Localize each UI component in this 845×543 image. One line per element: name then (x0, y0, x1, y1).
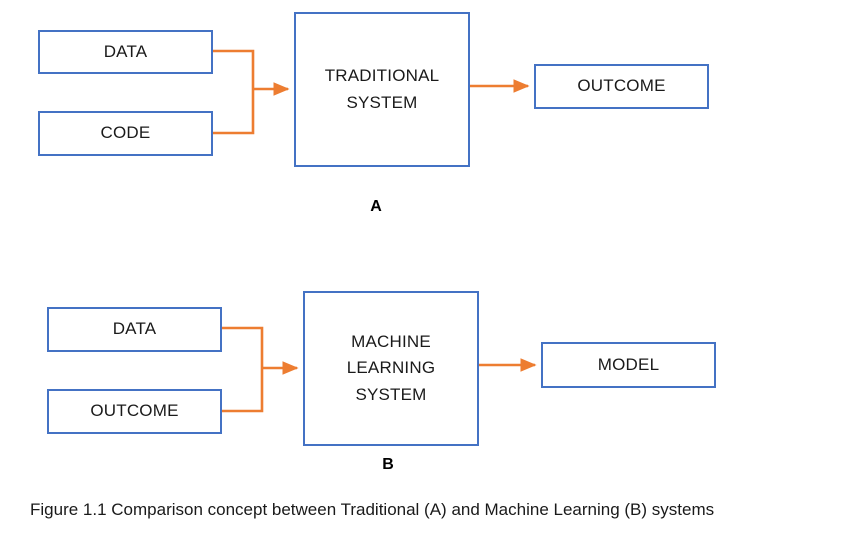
node-data-b[interactable]: DATA (47, 307, 222, 352)
node-traditional-system[interactable]: TRADITIONAL SYSTEM (294, 12, 470, 167)
connector-data-outcome-to-machine-learning-system (222, 326, 299, 413)
node-code-a[interactable]: CODE (38, 111, 213, 156)
panel-label-a: A (370, 198, 382, 215)
figure-caption: Figure 1.1 Comparison concept between Tr… (30, 500, 715, 519)
node-outcome-a[interactable]: OUTCOME (534, 64, 709, 109)
panel-label-b: B (382, 456, 394, 473)
node-machine-learning-system[interactable]: MACHINE LEARNING SYSTEM (303, 291, 479, 446)
node-model-b[interactable]: MODEL (541, 342, 716, 388)
connector-data-code-to-traditional-system (213, 49, 290, 135)
node-outcome-b[interactable]: OUTCOME (47, 389, 222, 434)
node-data-a[interactable]: DATA (38, 30, 213, 74)
